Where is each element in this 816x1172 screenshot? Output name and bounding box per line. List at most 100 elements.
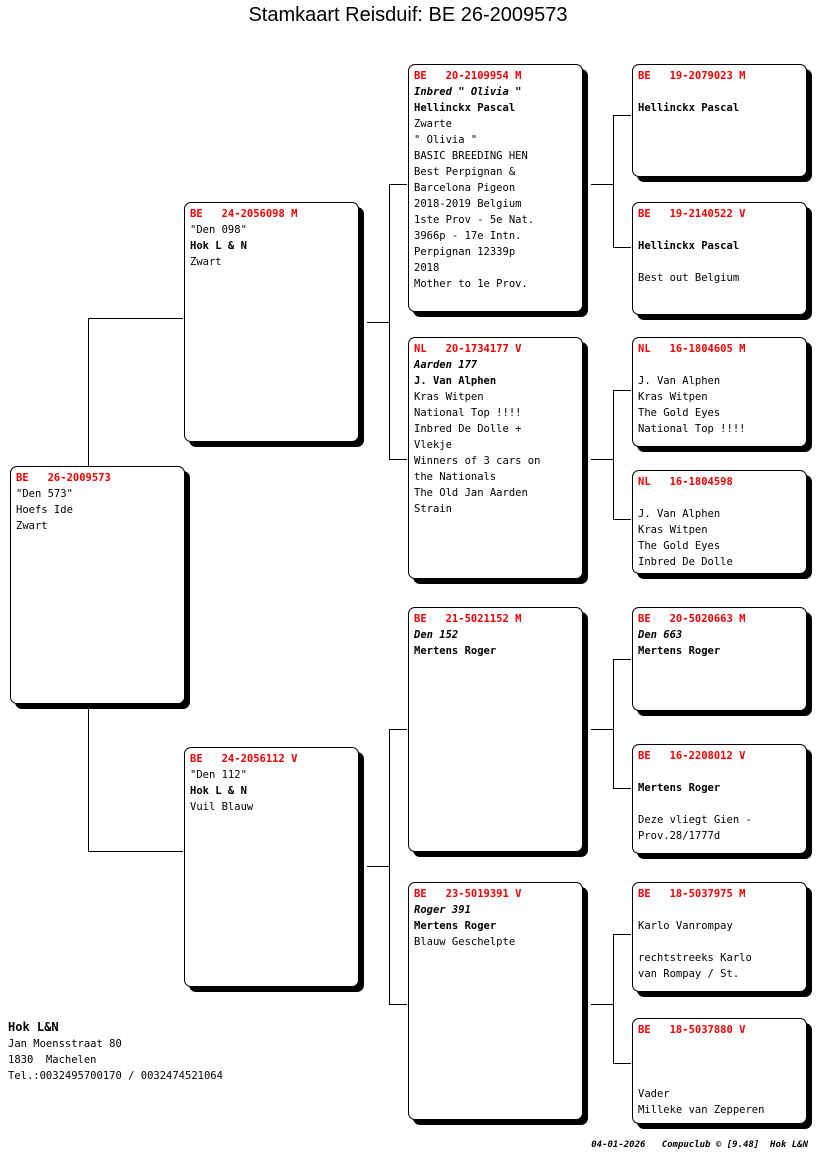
connector-father-stem bbox=[367, 322, 389, 323]
pedigree-box-grandparent-3[interactable]: BE 21-5021152 M Den 152 Mertens Roger bbox=[408, 607, 583, 852]
father-color: Zwart bbox=[190, 256, 222, 268]
owner: Hellinckx Pascal bbox=[638, 240, 740, 252]
pedigree-box-grandparent-2[interactable]: NL 20-1734177 V Aarden 177 J. Van Alphen… bbox=[408, 337, 583, 579]
note-line bbox=[638, 1070, 801, 1086]
note-line: " Olivia " bbox=[414, 134, 478, 146]
note-line: van Rompay / St. bbox=[638, 968, 740, 980]
note-line: Deze vliegt Gien - bbox=[638, 814, 752, 826]
pedigree-box-greatgrandparent-5[interactable]: BE 20-5020663 M Den 663 Mertens Roger bbox=[632, 607, 807, 711]
nickname bbox=[638, 902, 801, 918]
ring-number: NL 16-1804605 M bbox=[638, 343, 746, 355]
note-line: Prov.28/1777d bbox=[638, 830, 721, 842]
ring-number: BE 21-5021152 M bbox=[414, 613, 522, 625]
page-title: Stamkaart Reisduif: BE 26-2009573 bbox=[248, 4, 568, 26]
note-line: Vlekje bbox=[414, 439, 452, 451]
note-line: Milleke van Zepperen bbox=[638, 1104, 765, 1116]
owner: J. Van Alphen bbox=[638, 375, 721, 387]
nickname: Den 663 bbox=[638, 629, 683, 641]
connector-mother-to-gp3 bbox=[389, 729, 407, 730]
connector-father-vertical bbox=[389, 184, 390, 460]
pedigree-box-mother[interactable]: BE 24-2056112 V "Den 112" Hok L & N Vuil… bbox=[184, 747, 359, 987]
connector-gp1-to-ggp2 bbox=[613, 247, 631, 248]
connector-gp3-stem bbox=[591, 729, 613, 730]
note-line: the Nationals bbox=[414, 471, 497, 483]
connector-gp3-vertical bbox=[613, 659, 614, 789]
pedigree-box-grandparent-4[interactable]: BE 23-5019391 V Roger 391 Mertens Roger … bbox=[408, 882, 583, 1120]
pedigree-box-greatgrandparent-8[interactable]: BE 18-5037880 V Vader Milleke van Zepper… bbox=[632, 1018, 807, 1124]
owner: Mertens Roger bbox=[414, 920, 497, 932]
nickname bbox=[638, 357, 801, 373]
mother-color: Vuil Blauw bbox=[190, 801, 254, 813]
note-line: Blauw Geschelpte bbox=[414, 936, 516, 948]
note-line: Best Perpignan & bbox=[414, 166, 516, 178]
note-line: BASIC BREEDING HEN bbox=[414, 150, 528, 162]
pedigree-box-greatgrandparent-1[interactable]: BE 19-2079023 M Hellinckx Pascal bbox=[632, 64, 807, 177]
connector-gp2-stem bbox=[591, 459, 613, 460]
connector-gp4-stem bbox=[591, 1004, 613, 1005]
nickname bbox=[638, 84, 801, 100]
connector-gp4-to-ggp7 bbox=[613, 934, 631, 935]
connector-gp1-stem bbox=[591, 184, 613, 185]
note-line: 3966p - 17e Intn. bbox=[414, 230, 522, 242]
nickname: Den 152 bbox=[414, 629, 459, 641]
nickname bbox=[638, 222, 801, 238]
owner: Hellinckx Pascal bbox=[414, 102, 516, 114]
connector-gp4-to-ggp8 bbox=[613, 1063, 631, 1064]
note-line: The Gold Eyes bbox=[638, 540, 721, 552]
loft-street: Jan Moensstraat 80 bbox=[8, 1038, 122, 1050]
ring-number: BE 24-2056112 V bbox=[190, 753, 298, 765]
note-line: Inbred De Dolle bbox=[638, 556, 733, 568]
note-line: The Old Jan Aarden bbox=[414, 487, 528, 499]
note-line: National Top !!!! bbox=[638, 423, 746, 435]
pedigree-box-greatgrandparent-4[interactable]: NL 16-1804598 J. Van Alphen Kras Witpen … bbox=[632, 470, 807, 574]
note-line: Strain bbox=[414, 503, 452, 515]
nickname bbox=[638, 490, 801, 506]
father-owner: Hok L & N bbox=[190, 240, 247, 252]
loft-name: Hok L&N bbox=[8, 1020, 59, 1034]
note-line: 1ste Prov - 5e Nat. bbox=[414, 214, 535, 226]
note-line: Mother to 1e Prov. bbox=[414, 278, 528, 290]
pedigree-box-greatgrandparent-7[interactable]: BE 18-5037975 M Karlo Vanrompay rechtstr… bbox=[632, 882, 807, 992]
connector-subject-to-mother bbox=[88, 851, 183, 852]
pedigree-box-grandparent-1[interactable]: BE 20-2109954 M Inbred " Olivia " Hellin… bbox=[408, 64, 583, 312]
note-line: 2018-2019 Belgium bbox=[414, 198, 522, 210]
ring-number: BE 18-5037880 V bbox=[638, 1024, 746, 1036]
note-line: The Gold Eyes bbox=[638, 407, 721, 419]
owner bbox=[638, 1054, 801, 1070]
pedigree-box-subject[interactable]: BE 26-2009573 "Den 573" Hoefs Ide Zwart bbox=[10, 466, 185, 704]
ring-number: BE 23-5019391 V bbox=[414, 888, 522, 900]
note-line: Barcelona Pigeon bbox=[414, 182, 516, 194]
pedigree-box-father[interactable]: BE 24-2056098 M "Den 098" Hok L & N Zwar… bbox=[184, 202, 359, 442]
pedigree-box-greatgrandparent-3[interactable]: NL 16-1804605 M J. Van Alphen Kras Witpe… bbox=[632, 337, 807, 447]
note-line: National Top !!!! bbox=[414, 407, 522, 419]
ring-number: BE 26-2009573 bbox=[16, 472, 111, 484]
ring-number: BE 20-2109954 M bbox=[414, 70, 522, 82]
note-line: Vader bbox=[638, 1088, 670, 1100]
footer-loft-info: Hok L&N Jan Moensstraat 80 1830 Machelen… bbox=[8, 1018, 408, 1084]
ring-number: BE 18-5037975 M bbox=[638, 888, 746, 900]
ring-number: BE 24-2056098 M bbox=[190, 208, 298, 220]
connector-gp4-vertical bbox=[613, 934, 614, 1064]
pedigree-box-greatgrandparent-2[interactable]: BE 19-2140522 V Hellinckx Pascal Best ou… bbox=[632, 202, 807, 315]
ring-number: NL 20-1734177 V bbox=[414, 343, 522, 355]
connector-mother-stem bbox=[367, 866, 389, 867]
father-nickname: "Den 098" bbox=[190, 224, 247, 236]
note-line: Kras Witpen bbox=[638, 391, 708, 403]
note-line: Winners of 3 cars on bbox=[414, 455, 541, 467]
connector-gp2-to-ggp3 bbox=[613, 390, 631, 391]
owner: Mertens Roger bbox=[414, 645, 497, 657]
pedigree-box-greatgrandparent-6[interactable]: BE 16-2208012 V Mertens Roger Deze vlieg… bbox=[632, 744, 807, 854]
nickname bbox=[638, 1038, 801, 1054]
note-line: Zwarte bbox=[414, 118, 452, 130]
note-line: 2018 bbox=[414, 262, 440, 274]
owner: Hellinckx Pascal bbox=[638, 102, 740, 114]
nickname: Aarden 177 bbox=[414, 359, 478, 371]
owner: Mertens Roger bbox=[638, 645, 721, 657]
copyright-line: 04-01-2026 Compuclub © [9.48] Hok L&N bbox=[591, 1140, 808, 1150]
connector-gp1-to-ggp1 bbox=[613, 115, 631, 116]
note-line bbox=[638, 934, 801, 950]
nickname: Roger 391 bbox=[414, 904, 471, 916]
connector-gp2-vertical bbox=[613, 390, 614, 520]
note-line: Kras Witpen bbox=[638, 524, 708, 536]
connector-gp2-to-ggp4 bbox=[613, 519, 631, 520]
